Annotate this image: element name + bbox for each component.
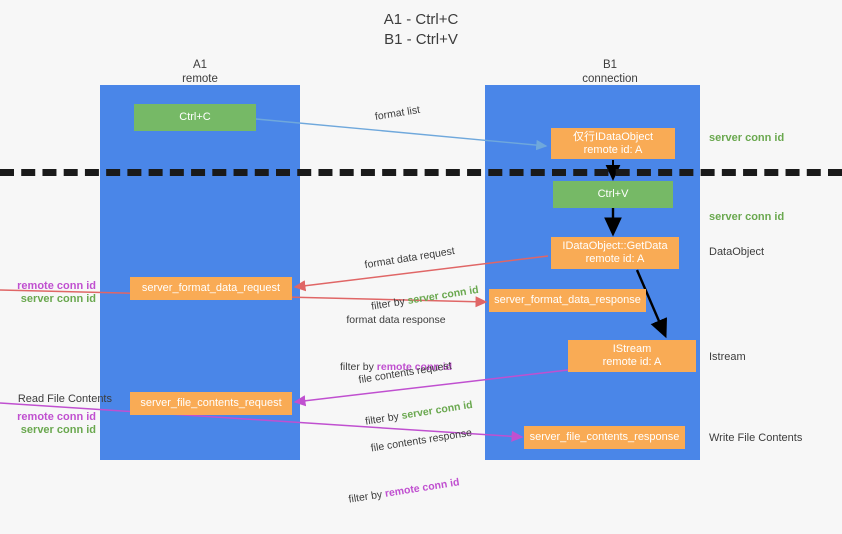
node-idataobject[interactable]: 仅行IDataObject remote id: A [551,128,675,159]
filter-prefix: filter by [340,361,377,373]
node-ctrl-c[interactable]: Ctrl+C [134,104,256,131]
left-label-read-file-contents: Read File Contents [17,393,112,405]
page-title: A1 - Ctrl+C B1 - Ctrl+V [383,11,459,48]
node-idataobject-getdata-label: IDataObject::GetData [562,240,668,252]
left-label-remote-conn-id-middle: remote conn id [17,280,96,292]
diagram-canvas: A1 - Ctrl+C B1 - Ctrl+V A1 remote B1 con… [0,11,842,506]
left-label-remote-conn-id-bottom: remote conn id [17,411,96,423]
node-server-file-contents-request-label: server_file_contents_request [140,397,282,409]
column-header-a1: A1 remote [182,59,218,85]
node-server-format-data-request-label: server_format_data_request [141,282,281,294]
node-ctrl-c-label: Ctrl+C [179,111,211,123]
node-idataobject-getdata-sub: remote id: A [585,253,645,265]
node-server-file-contents-response[interactable]: server_file_contents_response [524,426,685,449]
node-idataobject-sub: remote id: A [583,143,643,156]
right-label-istream: Istream [709,351,746,363]
left-label-server-conn-id-bottom: server conn id [20,424,96,436]
node-idataobject-label: 仅行IDataObject [572,130,654,143]
column-header-b1: B1 connection [582,59,638,85]
left-label-server-conn-id-middle: server conn id [20,293,96,305]
right-label-write-file-contents: Write File Contents [709,432,803,444]
edge-label-format-list: format list [374,103,421,123]
node-ctrl-v[interactable]: Ctrl+V [553,181,673,208]
filter-value-remote-conn-id: remote conn id [376,361,453,373]
node-server-file-contents-request[interactable]: server_file_contents_request [130,392,292,415]
edge-label-file-contents-response: file contents response filter by remote … [336,398,485,534]
filter-prefix: filter by [347,488,386,506]
edge-label-file-contents-request-line1: file contents request [357,359,453,387]
node-istream-label: IStream [612,343,652,355]
phase-separator [0,169,842,176]
node-server-file-contents-response-label: server_file_contents_response [529,431,680,443]
node-server-format-data-response-label: server_format_data_response [494,294,641,306]
edge-label-format-data-request-line1: format data request [363,245,456,272]
node-ctrl-v-label: Ctrl+V [597,188,629,200]
right-label-server-conn-id-middle: server conn id [709,211,785,223]
node-server-format-data-request[interactable]: server_format_data_request [130,277,292,300]
edge-label-file-contents-response-filter: filter by remote conn id [348,472,481,507]
node-istream-sub: remote id: A [602,356,662,368]
node-istream[interactable]: IStream remote id: A [568,340,696,372]
right-label-server-conn-id-top: server conn id [709,132,785,144]
right-label-data-object: DataObject [709,246,765,258]
filter-value-remote-conn-id: remote conn id [384,476,461,500]
edge-label-file-contents-response-line1: file contents response [370,426,473,455]
edge-label-format-data-response: format data response filter by remote co… [340,285,452,402]
edge-label-format-data-response-filter: filter by remote conn id [340,360,452,374]
node-idataobject-getdata[interactable]: IDataObject::GetData remote id: A [551,237,679,269]
node-server-format-data-response[interactable]: server_format_data_response [489,289,646,312]
edge-label-format-data-response-line1: format data response [346,314,446,326]
